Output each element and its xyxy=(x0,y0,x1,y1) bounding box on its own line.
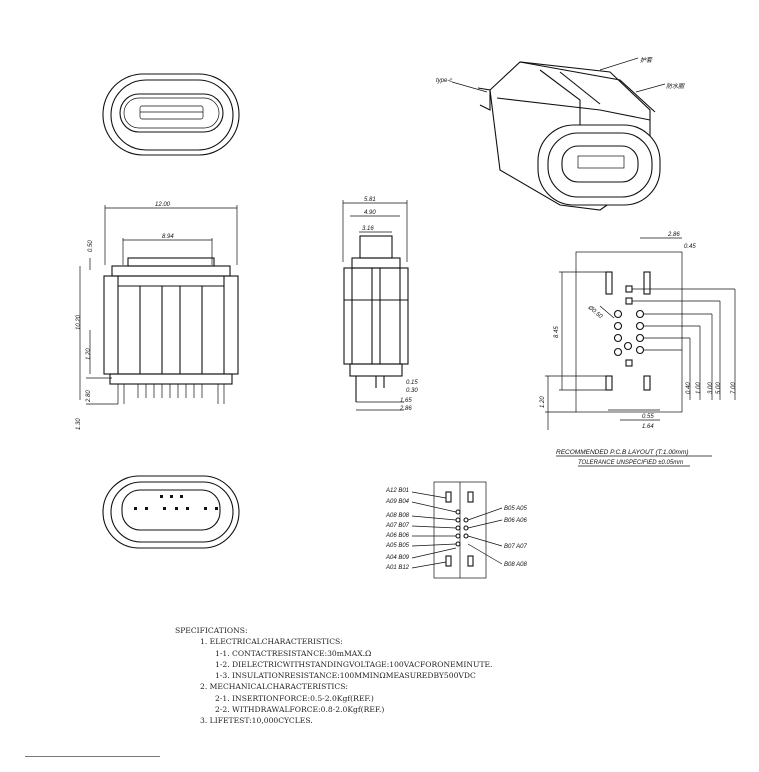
dim-side-d4: 2.86 xyxy=(399,406,412,412)
dim-pcb-300: 3.00 xyxy=(708,382,714,394)
pin-label-b06-a06: B06 A06 xyxy=(504,518,527,524)
pin-label-a06-b06: A06 B06 xyxy=(385,533,410,539)
rear-face-view xyxy=(102,475,240,549)
hu-tao-label: 护套 xyxy=(640,56,653,64)
pin-label-a01-b12: A01 B12 xyxy=(385,565,410,571)
dim-front-height: 10.20 xyxy=(76,314,82,330)
spec-electrical: 1. ELECTRICALCHARACTERISTICS: xyxy=(200,637,343,647)
spec-life-test: 3. LIFETEST:10,000CYCLES. xyxy=(200,716,313,726)
pin-label-a04-b09: A04 B09 xyxy=(385,555,410,561)
pin-label-b05-a05: B05 A05 xyxy=(504,506,527,512)
dim-side-d2: 0.30 xyxy=(406,388,418,394)
spec-insertion-force: 2-1. INSERTIONFORCE:0.5-2.0Kgf(REF.) xyxy=(215,693,374,703)
dim-side-d3: 1.65 xyxy=(400,398,412,404)
pin-label-b07-a07: B07 A07 xyxy=(504,544,527,550)
dim-front-top: 0.50 xyxy=(88,240,94,252)
side-elevation-view: 5.81 4.90 3.16 0.15 0.30 1.65 2.86 xyxy=(342,197,418,412)
spec-mechanical: 2. MECHANICALCHARACTERISTICS: xyxy=(200,682,348,692)
pin-map-view: A12 B01 A09 B04 A08 B08 A07 B07 A06 B06 … xyxy=(385,481,527,579)
pin-label-a08-b08: A08 B08 xyxy=(385,513,410,519)
dim-pcb-500: 5.00 xyxy=(716,382,722,394)
dim-front-inner: 8.94 xyxy=(162,234,174,240)
dim-pcb-845: 8.45 xyxy=(554,326,560,338)
pin-label-b08-a08: B08 A08 xyxy=(504,562,527,568)
dim-pcb-055: 0.55 xyxy=(642,414,654,420)
specifications-block: SPECIFICATIONS: 1. ELECTRICALCHARACTERIS… xyxy=(175,625,595,727)
spec-contact-resistance: 1-1. CONTACTRESISTANCE:30mMAX.Ω xyxy=(215,648,372,658)
dim-front-width: 12.00 xyxy=(155,202,171,208)
spec-insulation-resistance: 1-3. INSULATIONRESISTANCE:100MMINΩMEASUR… xyxy=(215,671,476,681)
pin-label-a05-b05: A05 B05 xyxy=(385,543,410,549)
dim-pcb-100: 1.00 xyxy=(696,382,702,394)
dim-pcb-164: 1.64 xyxy=(642,424,654,430)
recommended-label: RECOMMENDED P.C.B LAYOUT (T:1.00mm) xyxy=(556,449,689,456)
spec-dielectric-voltage: 1-2. DIELECTRICWITHSTANDINGVOLTAGE:100VA… xyxy=(215,659,493,669)
front-face-view xyxy=(102,73,240,156)
front-elevation-view: 12.00 8.94 0.50 10.20 1.20 2.80 xyxy=(76,202,239,430)
fang-shui-quan-label: 防水圈 xyxy=(666,82,685,90)
isometric-view: type-c 护套 防水圈 xyxy=(436,56,685,211)
dim-pcb-040: 0.40 xyxy=(686,382,692,394)
dim-front-pin: 2.80 xyxy=(86,390,92,403)
dim-front-tail: 1.30 xyxy=(76,418,82,430)
dim-side-w2: 4.90 xyxy=(364,210,376,216)
pin-label-a09-b04: A09 B04 xyxy=(385,499,410,505)
dim-pcb-700: 7.00 xyxy=(731,382,737,394)
spec-withdrawal-force: 2-2. WITHDRAWALFORCE:0.8-2.0Kgf(REF.) xyxy=(215,705,385,715)
tolerance-label: TOLERANCE UNSPECIFIED ±0.05mm xyxy=(578,460,683,466)
dim-front-mid: 1.20 xyxy=(86,348,92,360)
footer-rule xyxy=(25,756,160,757)
pcb-layout-view: 2.86 0.45 xyxy=(540,232,737,467)
dim-side-w3: 3.16 xyxy=(362,226,374,232)
specs-title: SPECIFICATIONS: xyxy=(175,626,248,635)
dim-pcb-045: 0.45 xyxy=(684,244,696,250)
dim-pcb-286: 2.86 xyxy=(667,232,680,238)
dim-pcb-120: 1.20 xyxy=(540,396,546,408)
type-c-label: type-c xyxy=(436,78,452,84)
dim-side-w1: 5.81 xyxy=(364,197,376,203)
dim-side-d1: 0.15 xyxy=(406,380,418,386)
pin-label-a07-b07: A07 B07 xyxy=(385,523,410,529)
pin-label-a12-b01: A12 B01 xyxy=(385,488,409,494)
